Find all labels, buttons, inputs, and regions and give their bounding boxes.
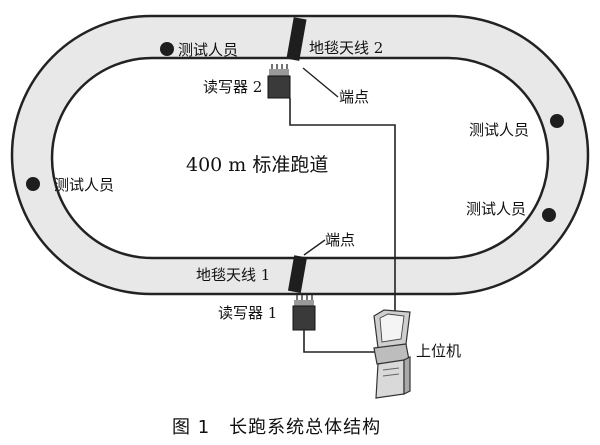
endpoint-label-top: 端点 [339, 88, 370, 106]
tester-dot-left [26, 177, 40, 191]
carpet-antenna-2 [286, 17, 307, 61]
tester-label-right-lower: 测试人员 [466, 200, 527, 218]
antenna-1-label: 地毯天线 1 [196, 266, 271, 284]
track-name-label: 400 m 标准跑道 [186, 154, 329, 176]
tester-label-left: 测试人员 [54, 176, 115, 194]
endpoint-leader-top [302, 67, 339, 98]
tester-dot-top [160, 42, 174, 56]
tester-label-right-upper: 测试人员 [469, 121, 530, 139]
wire-reader-2-to-host [289, 98, 396, 314]
host-computer-icon [373, 309, 411, 399]
host-label: 上位机 [416, 342, 462, 360]
tester-label-top: 测试人员 [178, 41, 239, 59]
wire-reader-1-to-host [303, 330, 392, 353]
carpet-antenna-1 [287, 255, 308, 293]
reader-1-label: 读写器 1 [218, 304, 278, 322]
figure-caption: 图 1 长跑系统总体结构 [172, 417, 382, 438]
reader-1-device [292, 295, 316, 331]
reader-2-device [267, 64, 291, 99]
reader-2-label: 读写器 2 [203, 78, 263, 96]
tester-dot-right-lower [542, 208, 556, 222]
antenna-2-label: 地毯天线 2 [309, 39, 384, 57]
endpoint-label-bottom: 端点 [325, 231, 356, 249]
endpoint-leader-bottom [303, 239, 326, 256]
tester-dot-right-upper [550, 114, 564, 128]
